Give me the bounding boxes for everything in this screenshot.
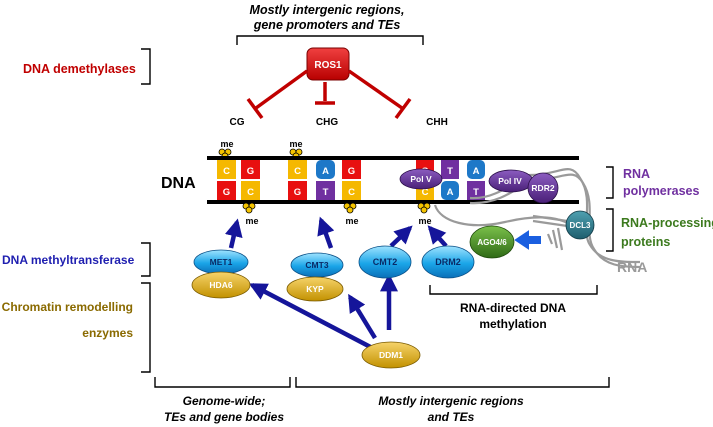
base-g-label: G — [247, 166, 254, 177]
bracket-rna-processing — [606, 208, 614, 252]
base-g — [288, 181, 307, 200]
drm2-enzyme — [421, 245, 475, 279]
ddm1-enzyme — [361, 341, 421, 369]
context-chh: CHH — [426, 117, 448, 128]
label-chromatin-line2: enzymes — [82, 326, 133, 340]
upper-methyl-groups: me me — [218, 139, 303, 160]
top-caption-line1: Mostly intergenic regions, — [250, 3, 405, 17]
base-g-label: G — [294, 187, 301, 198]
top-caption-line2: gene promoters and TEs — [253, 18, 401, 32]
label-dna-methyltransferase: DNA methyltransferase — [2, 253, 135, 267]
base-c — [342, 181, 361, 200]
top-bracket — [236, 35, 424, 45]
rdr2-enzyme — [527, 172, 559, 204]
rna-label: RNA — [617, 259, 647, 275]
base-t-label: T — [323, 187, 329, 198]
base-c-label: C — [223, 166, 230, 177]
base-c-label: C — [247, 187, 254, 198]
ddm1-label: DDM1 — [379, 350, 403, 360]
label-rna-processing-line1: RNA-processing — [621, 216, 713, 230]
methyl-label: me — [289, 139, 302, 149]
hda6-label: HDA6 — [209, 280, 232, 290]
base-t — [467, 181, 485, 200]
dcl3-label: DCL3 — [570, 221, 591, 230]
base-c — [241, 181, 260, 200]
label-rna-polymerases-line2: polymerases — [623, 184, 699, 198]
bracket-chromatin — [141, 282, 151, 373]
methylation-arrows — [224, 216, 448, 354]
methyl-label: me — [245, 216, 258, 226]
cmt2-label: CMT2 — [373, 257, 398, 267]
bracket-methyltransferase — [141, 242, 151, 277]
rddm-bracket — [429, 285, 598, 295]
base-g — [342, 160, 361, 179]
base-a — [441, 181, 459, 200]
kyp-enzyme — [286, 276, 344, 302]
label-dna-demethylases: DNA demethylases — [23, 62, 136, 76]
drm2-label: DRM2 — [435, 257, 461, 267]
methyl-label: me — [418, 216, 431, 226]
bottom-left-caption-line1: Genome-wide; — [183, 394, 266, 408]
base-c-label: C — [422, 187, 429, 198]
dcl3-enzyme — [565, 210, 595, 240]
pol-v-label: Pol V — [410, 174, 432, 184]
context-cg: CG — [230, 117, 245, 128]
base-c — [288, 160, 307, 179]
base-t — [441, 160, 459, 179]
base-a-label: A — [447, 187, 454, 198]
label-rna-processing-line2: proteins — [621, 235, 670, 249]
base-g — [241, 160, 260, 179]
methyl-label: me — [220, 139, 233, 149]
ros1-inhibition-lines — [246, 69, 412, 120]
dna-bases: C G G C C A G G T C G T A C A T — [217, 160, 485, 200]
base-g-label: G — [348, 166, 355, 177]
base-t — [316, 181, 335, 200]
base-a — [316, 160, 335, 179]
rddm-label-line2: methylation — [479, 317, 546, 331]
dna-label: DNA — [161, 175, 196, 192]
bottom-right-caption-line2: and TEs — [428, 410, 475, 424]
base-a-label: A — [473, 166, 480, 177]
hda6-enzyme — [191, 271, 251, 299]
pol-iv-label: Pol IV — [498, 176, 522, 186]
met1-label: MET1 — [210, 257, 233, 267]
bracket-demethylases — [141, 48, 151, 85]
ago-label: AGO4/6 — [477, 238, 507, 247]
label-chromatin-line1: Chromatin remodelling — [2, 300, 133, 314]
rddm-label-line1: RNA-directed DNA — [460, 301, 566, 315]
base-g-label: G — [223, 187, 230, 198]
pol-v-enzyme — [399, 168, 443, 190]
bottom-left-bracket — [154, 377, 291, 388]
ago-input-arrow — [514, 230, 541, 250]
base-c-label: C — [294, 166, 301, 177]
methyl-group: me — [417, 202, 432, 226]
bottom-left-caption-line2: TEs and gene bodies — [164, 410, 284, 424]
cmt2-enzyme — [358, 245, 412, 279]
methyl-label: me — [345, 216, 358, 226]
bracket-rna-polymerases — [606, 166, 614, 199]
kyp-label: KYP — [306, 284, 324, 294]
methyl-group: me — [343, 202, 359, 226]
base-c — [217, 160, 236, 179]
methyl-group: me — [242, 202, 259, 226]
base-c-label: C — [348, 187, 355, 198]
context-chg: CHG — [316, 117, 338, 128]
base-g — [217, 181, 236, 200]
ago-enzyme — [469, 225, 515, 259]
bottom-right-bracket — [295, 377, 610, 388]
base-a-label: A — [322, 166, 329, 177]
bottom-right-caption-line1: Mostly intergenic regions — [378, 394, 524, 408]
ros1-box — [306, 47, 350, 81]
base-a — [467, 160, 485, 179]
rdr2-label: RDR2 — [531, 183, 554, 193]
ros1-label: ROS1 — [314, 60, 342, 71]
base-t-label: T — [473, 187, 479, 198]
cmt3-label: CMT3 — [305, 260, 328, 270]
lower-methyl-groups: me me me — [242, 202, 432, 226]
label-rna-polymerases-line1: RNA — [623, 167, 650, 181]
base-t-label: T — [447, 166, 453, 177]
